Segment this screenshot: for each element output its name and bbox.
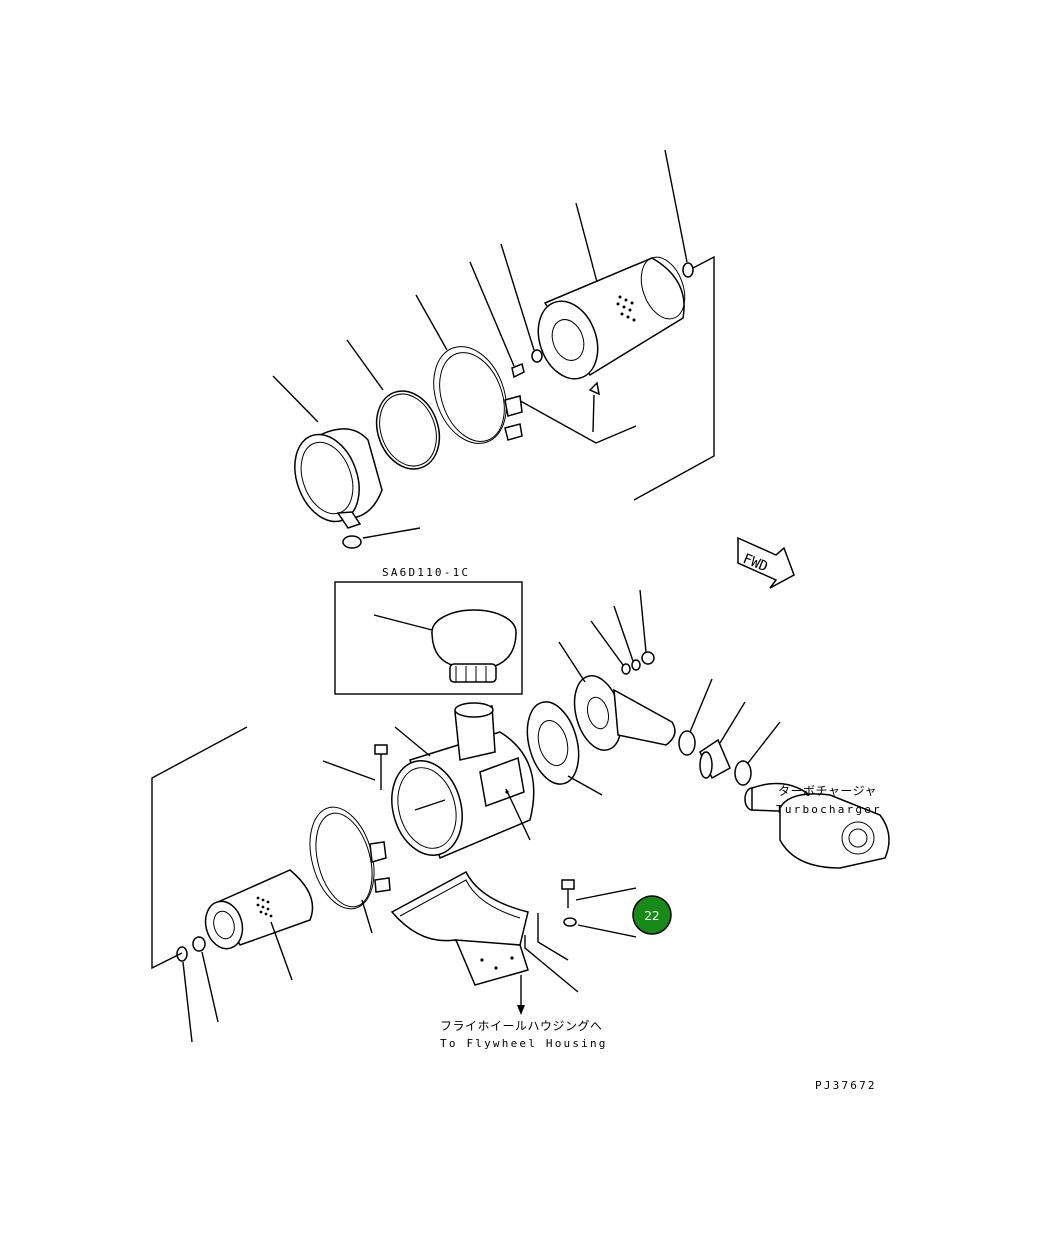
lower-washer	[192, 936, 219, 1023]
hose-clamp-1	[678, 678, 713, 756]
lower-bracket-lines	[151, 726, 248, 970]
callout-badge[interactable]: 22	[632, 895, 672, 935]
elbow-pipe	[558, 641, 676, 751]
flywheel-label-en: To Flywheel Housing	[440, 1037, 608, 1050]
filter-cover	[272, 375, 421, 549]
mounting-bracket	[390, 870, 579, 993]
turbocharger	[744, 782, 890, 869]
callout-badge-circle[interactable]	[632, 895, 672, 935]
callout-badge-number[interactable]: 22	[644, 909, 659, 923]
band-clamp	[415, 294, 523, 444]
o-ring	[346, 339, 441, 470]
air-cleaner-body	[391, 702, 535, 860]
drawing-number: PJ37672	[815, 1079, 877, 1092]
turbocharger-label-en: Turbocharger	[776, 803, 882, 816]
wing-bolt	[469, 261, 525, 379]
turbocharger-label-jp: ターボチャージャ	[778, 784, 877, 798]
bracket-bolt	[561, 879, 637, 908]
inner-filter-element	[204, 869, 314, 981]
hex-nut	[639, 589, 655, 665]
outer-filter-element	[537, 202, 686, 380]
flange-gasket	[526, 701, 603, 796]
upper-bracket-lines	[514, 255, 715, 501]
seal-ring	[664, 149, 694, 278]
hex-bolt-body	[322, 744, 388, 790]
lower-wing-nut	[176, 946, 193, 1043]
t-bolt	[588, 381, 600, 433]
rubber-hose	[699, 701, 746, 780]
forward-arrow: FWD	[737, 536, 795, 589]
spring-washer	[590, 620, 631, 675]
flywheel-label-jp: フライホイールハウジングへ	[440, 1019, 603, 1033]
wing-nut	[500, 243, 543, 363]
flat-washer	[613, 605, 641, 671]
variant-box	[334, 581, 523, 695]
lower-band-clamp	[309, 806, 391, 934]
hose-clamp-2	[734, 721, 781, 786]
flywheel-arrow	[517, 975, 525, 1015]
bracket-washer	[563, 917, 637, 938]
variant-label: SA6D110-1C	[382, 566, 470, 579]
